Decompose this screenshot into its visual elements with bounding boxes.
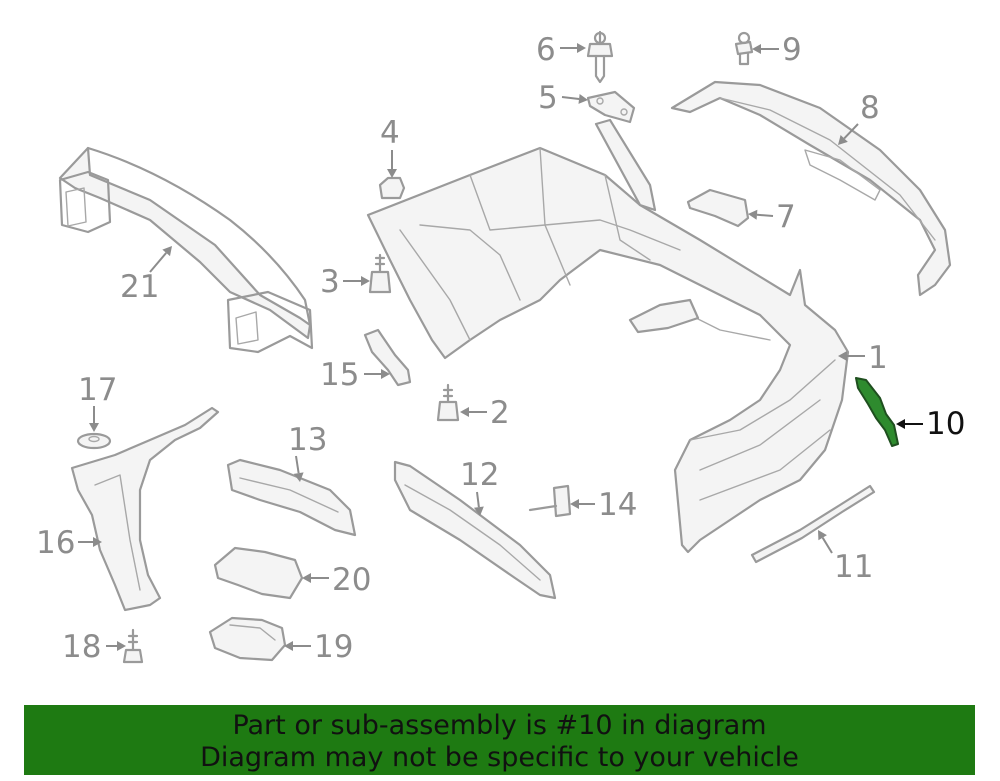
callout-leader-21 [149, 252, 167, 273]
callout-arrow-13 [293, 472, 304, 482]
callout-8[interactable]: 8 [838, 90, 880, 145]
callout-leader-13 [295, 455, 300, 474]
callout-leader-7 [756, 213, 774, 217]
callout-arrow-8 [838, 135, 848, 145]
callout-number-10: 10 [926, 406, 965, 442]
part-16-side-bracket[interactable] [70, 406, 220, 612]
part-6-bolt[interactable] [586, 30, 614, 84]
banner-line-1: Part or sub-assembly is #10 in diagram [232, 710, 767, 741]
part-9-clip[interactable] [734, 31, 754, 66]
callout-arrow-9 [752, 44, 761, 54]
part-1-bumper-cover[interactable] [366, 118, 850, 554]
callout-number-3: 3 [320, 264, 340, 300]
callout-arrow-17 [89, 423, 99, 432]
callout-leader-8 [843, 123, 859, 140]
callout-arrow-14 [570, 499, 579, 509]
part-21-reinforcement-beam[interactable] [58, 146, 314, 354]
callout-number-14: 14 [598, 487, 637, 523]
callout-14[interactable]: 14 [570, 487, 637, 523]
callout-arrow-4 [387, 169, 397, 178]
callout-arrow-3 [361, 276, 370, 286]
callout-16[interactable]: 16 [36, 525, 102, 561]
callout-7[interactable]: 7 [748, 199, 796, 235]
callout-5[interactable]: 5 [538, 80, 588, 116]
info-banner: Part or sub-assembly is #10 in diagram D… [24, 705, 975, 775]
part-5-plate[interactable] [586, 90, 636, 124]
callout-4[interactable]: 4 [380, 115, 400, 178]
callout-arrow-21 [162, 246, 172, 257]
callout-13[interactable]: 13 [288, 422, 327, 482]
part-20-bracket[interactable] [213, 546, 304, 600]
callout-number-1: 1 [868, 340, 888, 376]
callout-arrow-5 [578, 94, 588, 104]
callout-arrow-2 [460, 407, 469, 417]
callout-1[interactable]: 1 [838, 340, 888, 376]
part-13-bracket[interactable] [226, 458, 357, 537]
part-7-bracket[interactable] [686, 188, 750, 228]
part-14-clip[interactable] [528, 484, 572, 518]
callout-10[interactable]: 10 [896, 406, 965, 442]
callout-number-17: 17 [78, 372, 117, 408]
callout-21[interactable]: 21 [120, 246, 172, 305]
callout-9[interactable]: 9 [752, 32, 802, 68]
callout-arrow-18 [117, 641, 126, 651]
callout-number-18: 18 [62, 629, 101, 665]
callout-arrow-15 [381, 369, 390, 379]
callout-number-12: 12 [460, 457, 499, 493]
callout-6[interactable]: 6 [536, 32, 586, 68]
callout-17[interactable]: 17 [78, 372, 117, 432]
callout-12[interactable]: 12 [460, 457, 499, 516]
callout-arrow-7 [748, 209, 758, 220]
callout-leader-11 [821, 537, 833, 554]
callout-number-8: 8 [860, 90, 880, 126]
callout-3[interactable]: 3 [320, 264, 370, 300]
callout-arrow-1 [838, 351, 847, 361]
callout-arrow-19 [284, 641, 293, 651]
callout-number-7: 7 [776, 199, 796, 235]
banner-line-2: Diagram may not be specific to your vehi… [200, 742, 799, 773]
callout-number-16: 16 [36, 525, 75, 561]
callout-arrow-12 [473, 506, 484, 516]
callout-arrow-6 [577, 43, 586, 53]
part-17-washer[interactable] [76, 432, 112, 450]
callout-19[interactable]: 19 [284, 629, 353, 665]
part-4-cap[interactable] [378, 176, 406, 200]
callout-number-11: 11 [834, 549, 873, 585]
callout-15[interactable]: 15 [320, 357, 390, 393]
part-15-bracket[interactable] [363, 328, 412, 387]
part-11-strip[interactable] [750, 484, 876, 564]
callout-18[interactable]: 18 [62, 629, 126, 665]
part-2-screw[interactable] [436, 383, 460, 422]
callout-arrow-16 [93, 537, 102, 547]
callout-number-4: 4 [380, 115, 400, 151]
part-19-bracket[interactable] [208, 616, 287, 662]
callout-number-15: 15 [320, 357, 359, 393]
callout-number-20: 20 [332, 562, 371, 598]
callout-number-19: 19 [314, 629, 353, 665]
part-12-absorber[interactable] [393, 460, 557, 600]
part-10-molding[interactable] [855, 377, 899, 447]
callout-leader-5 [561, 96, 580, 100]
callout-number-5: 5 [538, 80, 558, 116]
callout-number-21: 21 [120, 269, 159, 305]
part-8-diffuser[interactable] [670, 80, 952, 297]
callout-arrow-11 [818, 530, 827, 541]
callout-arrow-20 [302, 573, 311, 583]
callout-number-2: 2 [490, 395, 510, 431]
callout-number-9: 9 [782, 32, 802, 68]
callout-number-6: 6 [536, 32, 556, 68]
callout-arrow-10 [896, 419, 905, 429]
callout-leader-12 [476, 491, 480, 508]
callout-11[interactable]: 11 [818, 530, 873, 585]
part-18-bolt[interactable] [122, 628, 144, 664]
callout-2[interactable]: 2 [460, 395, 510, 431]
part-3-screw[interactable] [368, 253, 392, 294]
callout-number-13: 13 [288, 422, 327, 458]
callout-20[interactable]: 20 [302, 562, 371, 598]
